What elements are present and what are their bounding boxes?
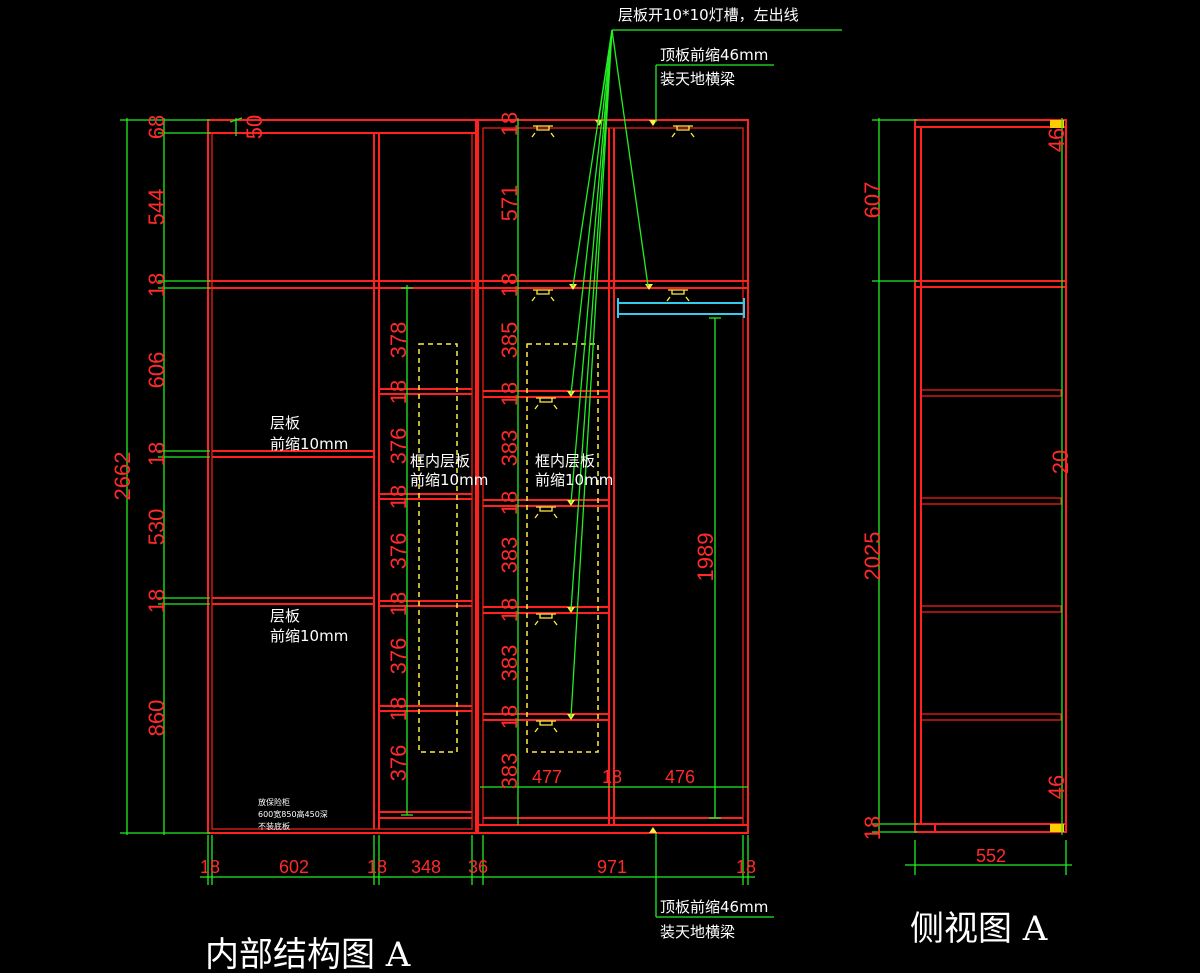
note-inner-shelf-b-1: 框内层板 [535,452,595,470]
dashed-frame-col4 [526,343,599,753]
dim-inner-bottom-0: 477 [532,767,562,787]
dim-left-total: 2662 [110,452,135,501]
dim-left-chain-5: 530 [144,509,169,546]
dim-col4-6: 18 [497,491,522,515]
note-shelf-b-2: 前缩10mm [270,627,348,645]
side-view-title: 侧视图 A [910,909,1048,949]
note-bottom-recess-2: 装天地横梁 [660,923,735,941]
dim-bottom-3: 348 [411,857,441,877]
dim-left-chain-6: 18 [144,589,169,613]
dim-bottom-4: 36 [468,857,488,877]
note-safe-1: 放保险柜 [258,797,290,807]
dim-left-chain-0: 68 [144,115,169,139]
dashed-frame-col3 [418,343,458,753]
dim-left-chain-4: 18 [144,442,169,466]
dim-col4-9: 383 [497,645,522,682]
dim-col4-1: 571 [497,185,522,222]
note-bottom-recess-1: 顶板前缩46mm [660,898,768,916]
dim-col3-3: 18 [386,485,411,509]
note-safe-2: 600宽850高450深 [258,809,328,819]
light-fixtures [531,125,695,733]
front-view-structure [207,119,749,834]
note-top-recess-1: 顶板前缩46mm [660,46,768,64]
note-shelf-b-1: 层板 [270,607,300,625]
note-shelf-a-1: 层板 [270,414,300,432]
dim-col4-2: 18 [497,273,522,297]
bottom-beam-marker [1050,824,1064,832]
dim-side-right-0: 46 [1044,128,1069,152]
dim-col4-11: 383 [497,753,522,790]
dim-col4-10: 18 [497,705,522,729]
dim-side-right-2: 46 [1044,775,1069,799]
dim-col4-7: 383 [497,537,522,574]
dim-bottom-2: 18 [367,857,387,877]
dim-hanging-height: 1989 [693,533,718,582]
dim-left-chain-3: 606 [144,352,169,389]
dim-bottom-5: 971 [597,857,627,877]
dim-side-right-1: 20 [1048,450,1073,474]
note-safe-3: 不装底板 [258,821,290,831]
front-view-dimension-lines [120,29,842,918]
side-view-structure [872,118,1072,875]
dim-col3-8: 376 [386,745,411,782]
dim-col3-5: 18 [386,592,411,616]
note-inner-shelf-b-2: 前缩10mm [535,471,613,489]
dim-bottom-6: 18 [736,857,756,877]
note-top-recess-2: 装天地横梁 [660,70,735,88]
note-shelf-a-2: 前缩10mm [270,435,348,453]
dim-col4-4: 18 [497,382,522,406]
dim-col3-4: 376 [386,533,411,570]
dim-col3-2: 376 [386,428,411,465]
dim-top-board: 50 [242,115,267,139]
dim-left-chain-1: 544 [144,189,169,226]
dim-left-chain-7: 860 [144,700,169,737]
dim-side-2: 18 [860,816,885,840]
dim-col3-1: 18 [386,380,411,404]
front-view-title: 内部结构图 A [205,935,411,973]
dim-col3-7: 18 [386,697,411,721]
dim-col4-8: 18 [497,598,522,622]
dim-col4-3: 385 [497,322,522,359]
note-inner-shelf-a-2: 前缩10mm [410,471,488,489]
side-dimension-texts: 607 2025 18 46 20 46 552 [860,128,1073,866]
dim-inner-bottom-2: 476 [665,767,695,787]
dim-col3-0: 378 [386,322,411,359]
dim-left-chain-2: 18 [144,273,169,297]
dim-side-0: 607 [860,182,885,219]
annotation-notes: 层板开10*10灯槽，左出线 顶板前缩46mm 装天地横梁 顶板前缩46mm 装… [205,6,1048,973]
note-inner-shelf-a-1: 框内层板 [410,452,470,470]
dim-col4-0: 18 [497,112,522,136]
note-light-groove: 层板开10*10灯槽，左出线 [618,6,799,24]
dim-col4-5: 383 [497,430,522,467]
dim-side-1: 2025 [860,532,885,581]
top-beam-marker [1050,120,1064,128]
dim-side-depth: 552 [976,846,1006,866]
dim-bottom-1: 602 [279,857,309,877]
dim-col3-6: 376 [386,638,411,675]
dim-inner-bottom-1: 18 [602,767,622,787]
front-dimension-texts: 2662 68 544 18 606 18 530 18 860 50 378 … [110,112,756,877]
dim-bottom-0: 18 [200,857,220,877]
